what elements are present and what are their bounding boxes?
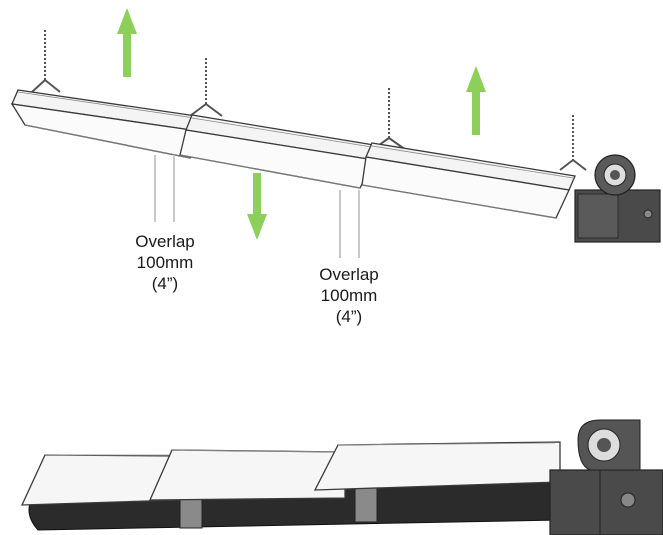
reflector-section-1 [10,89,211,159]
overlap-label-1-line1: Overlap [135,232,195,251]
hanging-chain-icon [31,30,587,171]
reflector-bottom-1 [20,454,181,506]
reflector-bottom-2 [148,449,346,501]
burner-unit-icon [574,154,661,243]
overlap-label-2: Overlap 100mm (4”) [304,264,394,327]
reflector-section-3 [361,142,576,219]
reflector-section-2 [179,114,381,189]
overlap-label-2-line3: (4”) [335,307,363,326]
top-assembly-view [10,8,661,258]
overlap-label-2-line2: 100mm [320,286,378,305]
burner-unit-bottom-icon [549,419,663,535]
overlap-label-1-line2: 100mm [136,253,194,272]
overlap-guide-lines [154,155,360,258]
lower-arrow-icon [247,173,267,240]
reflector-bottom-3 [313,441,561,491]
lift-arrow-icon-2 [466,66,486,135]
overlap-label-1: Overlap 100mm (4”) [120,231,210,294]
overlap-label-2-line1: Overlap [319,265,379,284]
overlap-label-1-line3: (4”) [151,274,179,293]
bottom-assembly-view [20,419,663,535]
lift-arrow-icon [117,8,137,77]
